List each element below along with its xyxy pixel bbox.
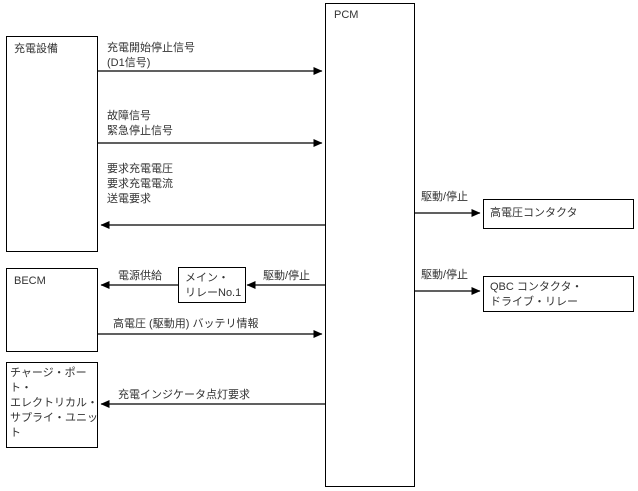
node-becm-label: BECM	[14, 275, 46, 287]
node-charging-equipment[interactable]	[6, 36, 98, 252]
node-high-voltage-contactor-label: 高電圧コンタクタ	[490, 207, 578, 219]
edge-label-charge-start-stop-signal: 充電開始停止信号 (D1信号)	[107, 42, 195, 69]
edge-label-power-supply: 電源供給	[118, 270, 162, 282]
node-charge-port-electrical-supply-unit-label: チャージ・ポート・ エレクトリカル・ サプライ・ユニット	[10, 367, 98, 439]
node-charge-port-electrical-supply-unit[interactable]	[6, 362, 98, 448]
edge-label-charge-indicator-lighting-request: 充電インジケータ点灯要求	[118, 389, 250, 401]
edge-label-fault-and-emergency-stop-signal: 故障信号 緊急停止信号	[107, 110, 173, 137]
node-charging-equipment-label: 充電設備	[14, 43, 58, 55]
node-main-relay-no1[interactable]	[178, 267, 246, 303]
node-pcm[interactable]	[325, 3, 415, 487]
node-pcm-label: PCM	[334, 9, 359, 21]
edge-label-charge-request-values: 要求充電電圧 要求充電電流 送電要求	[107, 163, 173, 205]
edge-label-hv-battery-information: 高電圧 (駆動用) バッテリ情報	[113, 318, 259, 330]
node-main-relay-no1-label: メイン・ リレーNo.1	[185, 272, 242, 299]
edge-label-main-relay-drive-stop: 駆動/停止	[263, 270, 311, 282]
node-qbc-contactor-drive-relay[interactable]	[483, 276, 634, 312]
edge-label-qbc-relay-drive-stop: 駆動/停止	[421, 269, 469, 281]
node-high-voltage-contactor[interactable]	[483, 199, 634, 229]
node-qbc-contactor-drive-relay-label: QBC コンタクタ・ ドライブ・リレー	[490, 281, 583, 308]
node-becm[interactable]	[6, 268, 98, 352]
edge-label-hv-contactor-drive-stop: 駆動/停止	[421, 191, 469, 203]
